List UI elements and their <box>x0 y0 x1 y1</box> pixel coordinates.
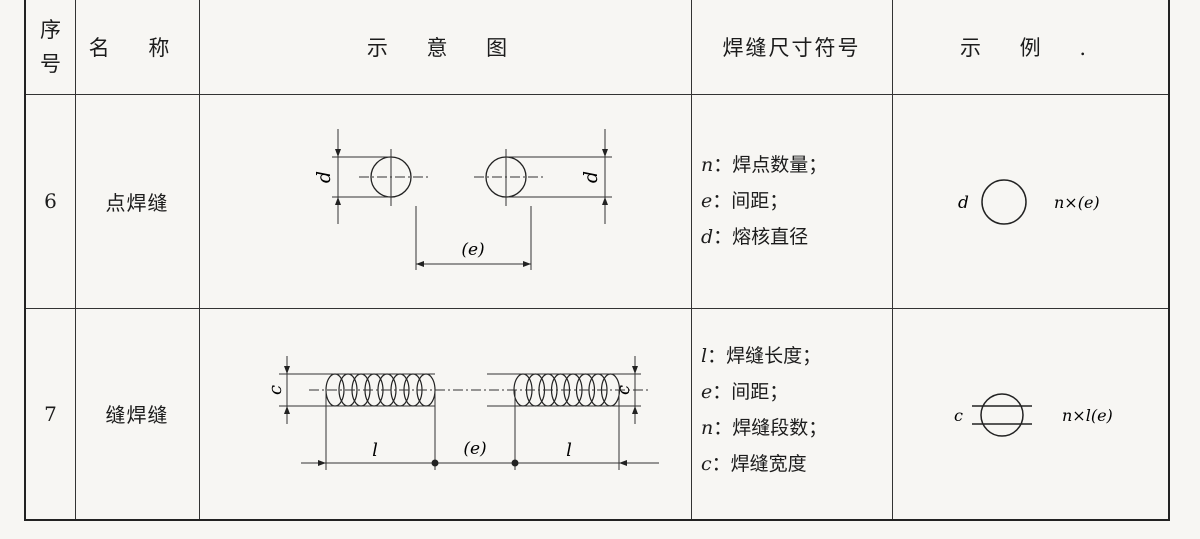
spot-weld-diagram: d d (e) <box>313 129 612 270</box>
column-divider <box>691 0 692 519</box>
symbol-line: n：焊点数量； <box>701 154 828 176</box>
column-divider <box>199 0 200 519</box>
dim-label-l-left: l <box>372 440 378 461</box>
seam-weld-example: c n×l(e) <box>954 393 1113 437</box>
row-7-symbols: l：焊缝长度； e：间距； n：焊缝段数； c：焊缝宽度 <box>701 338 827 482</box>
header-diagram: 示 意 图 <box>366 36 524 60</box>
seam-weld-diagram: c c l (e) l <box>265 356 659 470</box>
header-divider <box>26 94 1168 95</box>
dim-label-l-right: l <box>566 440 572 461</box>
example-left-label: d <box>958 193 969 213</box>
row-7-name: 缝焊缝 <box>105 403 169 427</box>
symbol-line: d：熔核直径 <box>701 226 809 248</box>
header-name: 名 称 <box>88 36 186 60</box>
row-divider <box>26 308 1168 309</box>
spot-weld-symbol-icon <box>981 179 1027 225</box>
seam-weld-symbol-icon <box>972 393 1032 437</box>
column-divider <box>892 0 893 519</box>
symbol-line: e：间距； <box>701 381 789 403</box>
spot-weld-example: d n×(e) <box>958 179 1100 225</box>
dim-label-d-right: d <box>580 171 602 183</box>
dim-label-c-right: c <box>613 385 634 395</box>
symbol-line: c：焊缝宽度 <box>701 453 807 475</box>
dim-label-spacing: (e) <box>463 439 486 459</box>
example-left-label: c <box>954 406 963 425</box>
weld-symbol-table: 序号 名 称 示 意 图 焊缝尺寸符号 示 例 . 6 点焊缝 <box>24 0 1170 521</box>
symbol-line: l：焊缝长度； <box>701 345 822 367</box>
example-right-label: n×l(e) <box>1062 406 1113 425</box>
header-no: 序号 <box>40 18 61 76</box>
row-6-symbols: n：焊点数量； e：间距； d：熔核直径 <box>701 147 827 255</box>
header-example: 示 例 . <box>959 36 1103 60</box>
symbol-line: e：间距； <box>701 190 789 212</box>
dim-label-c-left: c <box>265 385 286 395</box>
example-right-label: n×(e) <box>1054 193 1100 212</box>
header-symbols: 焊缝尺寸符号 <box>722 36 861 60</box>
row-6-no: 6 <box>44 189 57 213</box>
row-7-no: 7 <box>44 401 57 426</box>
dim-label-spacing: (e) <box>461 240 484 260</box>
row-6-name: 点焊缝 <box>105 190 169 215</box>
symbol-line: n：焊缝段数； <box>701 417 828 439</box>
dim-label-d-left: d <box>313 171 335 183</box>
column-divider <box>75 0 76 519</box>
